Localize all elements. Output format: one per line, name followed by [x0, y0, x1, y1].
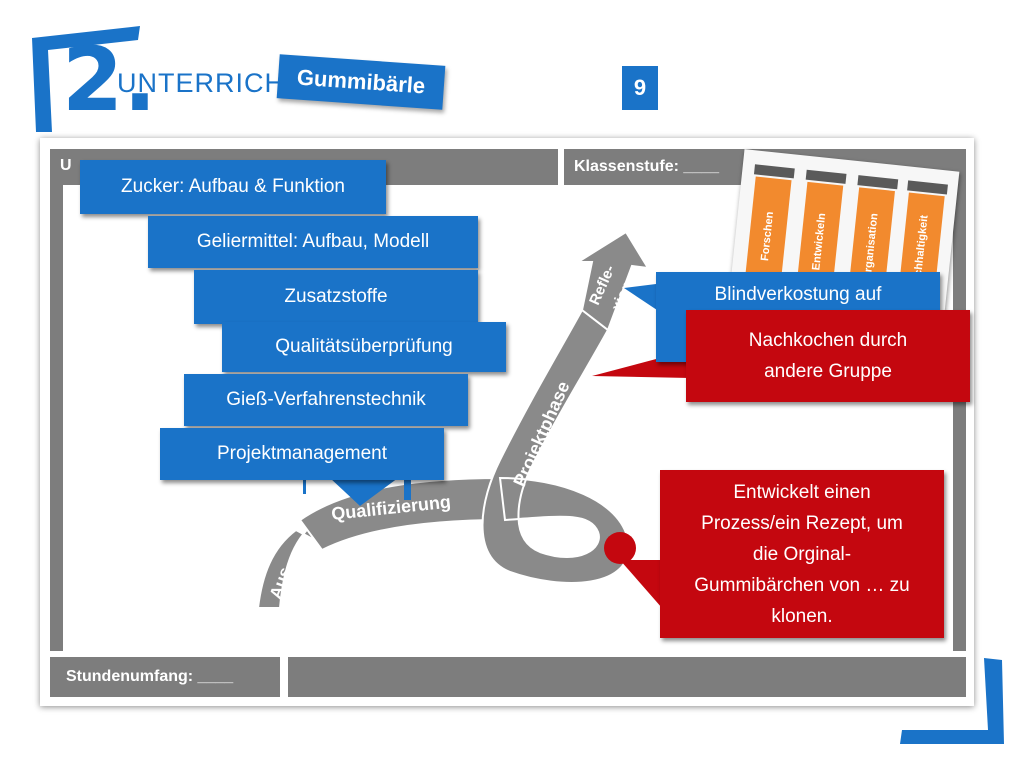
phase-reflexion-shape [574, 230, 650, 332]
task-line-5: klonen. [771, 605, 833, 627]
worksheet-bottom-right-bar [288, 657, 966, 697]
topic-project-management: Projektmanagement [160, 428, 444, 480]
recook-callout: Nachkochen durch andere Gruppe [686, 310, 970, 402]
grade-level-label: Klassenstufe: ____ [574, 158, 719, 175]
corner-bracket-bottom-right [900, 658, 1004, 744]
recook-line-1: Nachkochen durch [748, 330, 908, 351]
topic-gelling-agent: Geliermittel: Aufbau, Modell [148, 216, 478, 268]
task-line-2: Prozess/ein Rezept, um [701, 512, 903, 534]
corner-bracket-top-left [32, 26, 140, 132]
start-marker [604, 532, 636, 564]
task-line-1: Entwickelt einen [733, 481, 871, 503]
worksheet-right-border [953, 185, 966, 651]
task-line-3: die Orginal- [752, 543, 852, 565]
blind-tasting-pointer [624, 284, 660, 312]
page-number-badge: 9 [622, 66, 658, 110]
topic-quality-check: Qualitätsüberprüfung [222, 322, 506, 372]
topic-casting-technique: Gieß-Verfahrenstechnik [184, 374, 468, 426]
worksheet-left-border [50, 185, 63, 651]
blind-tasting-text: Blindverkostung auf [714, 284, 882, 305]
recook-line-2: andere Gruppe [764, 361, 892, 382]
task-pointer [620, 560, 662, 608]
lesson-duration-label: Stundenumfang: ____ [66, 668, 234, 685]
task-callout: Entwickelt einen Prozess/ein Rezept, um … [660, 470, 944, 638]
topics-pointer-line [303, 478, 306, 494]
section-title: UNTERRICH [117, 68, 285, 98]
worksheet-top-left-label: U [60, 157, 72, 174]
topics-pointer-line [404, 478, 411, 500]
section-number: 2. [62, 28, 157, 131]
topic-sugar: Zucker: Aufbau & Funktion [80, 160, 386, 214]
topics-pointer [330, 478, 398, 506]
topic-additives: Zusatzstoffe [194, 270, 478, 324]
phase-projektphase-shape [481, 308, 630, 584]
task-line-4: Gummibärchen von … zu [694, 574, 910, 596]
lesson-duration-field: Stundenumfang: ____ [50, 657, 280, 697]
